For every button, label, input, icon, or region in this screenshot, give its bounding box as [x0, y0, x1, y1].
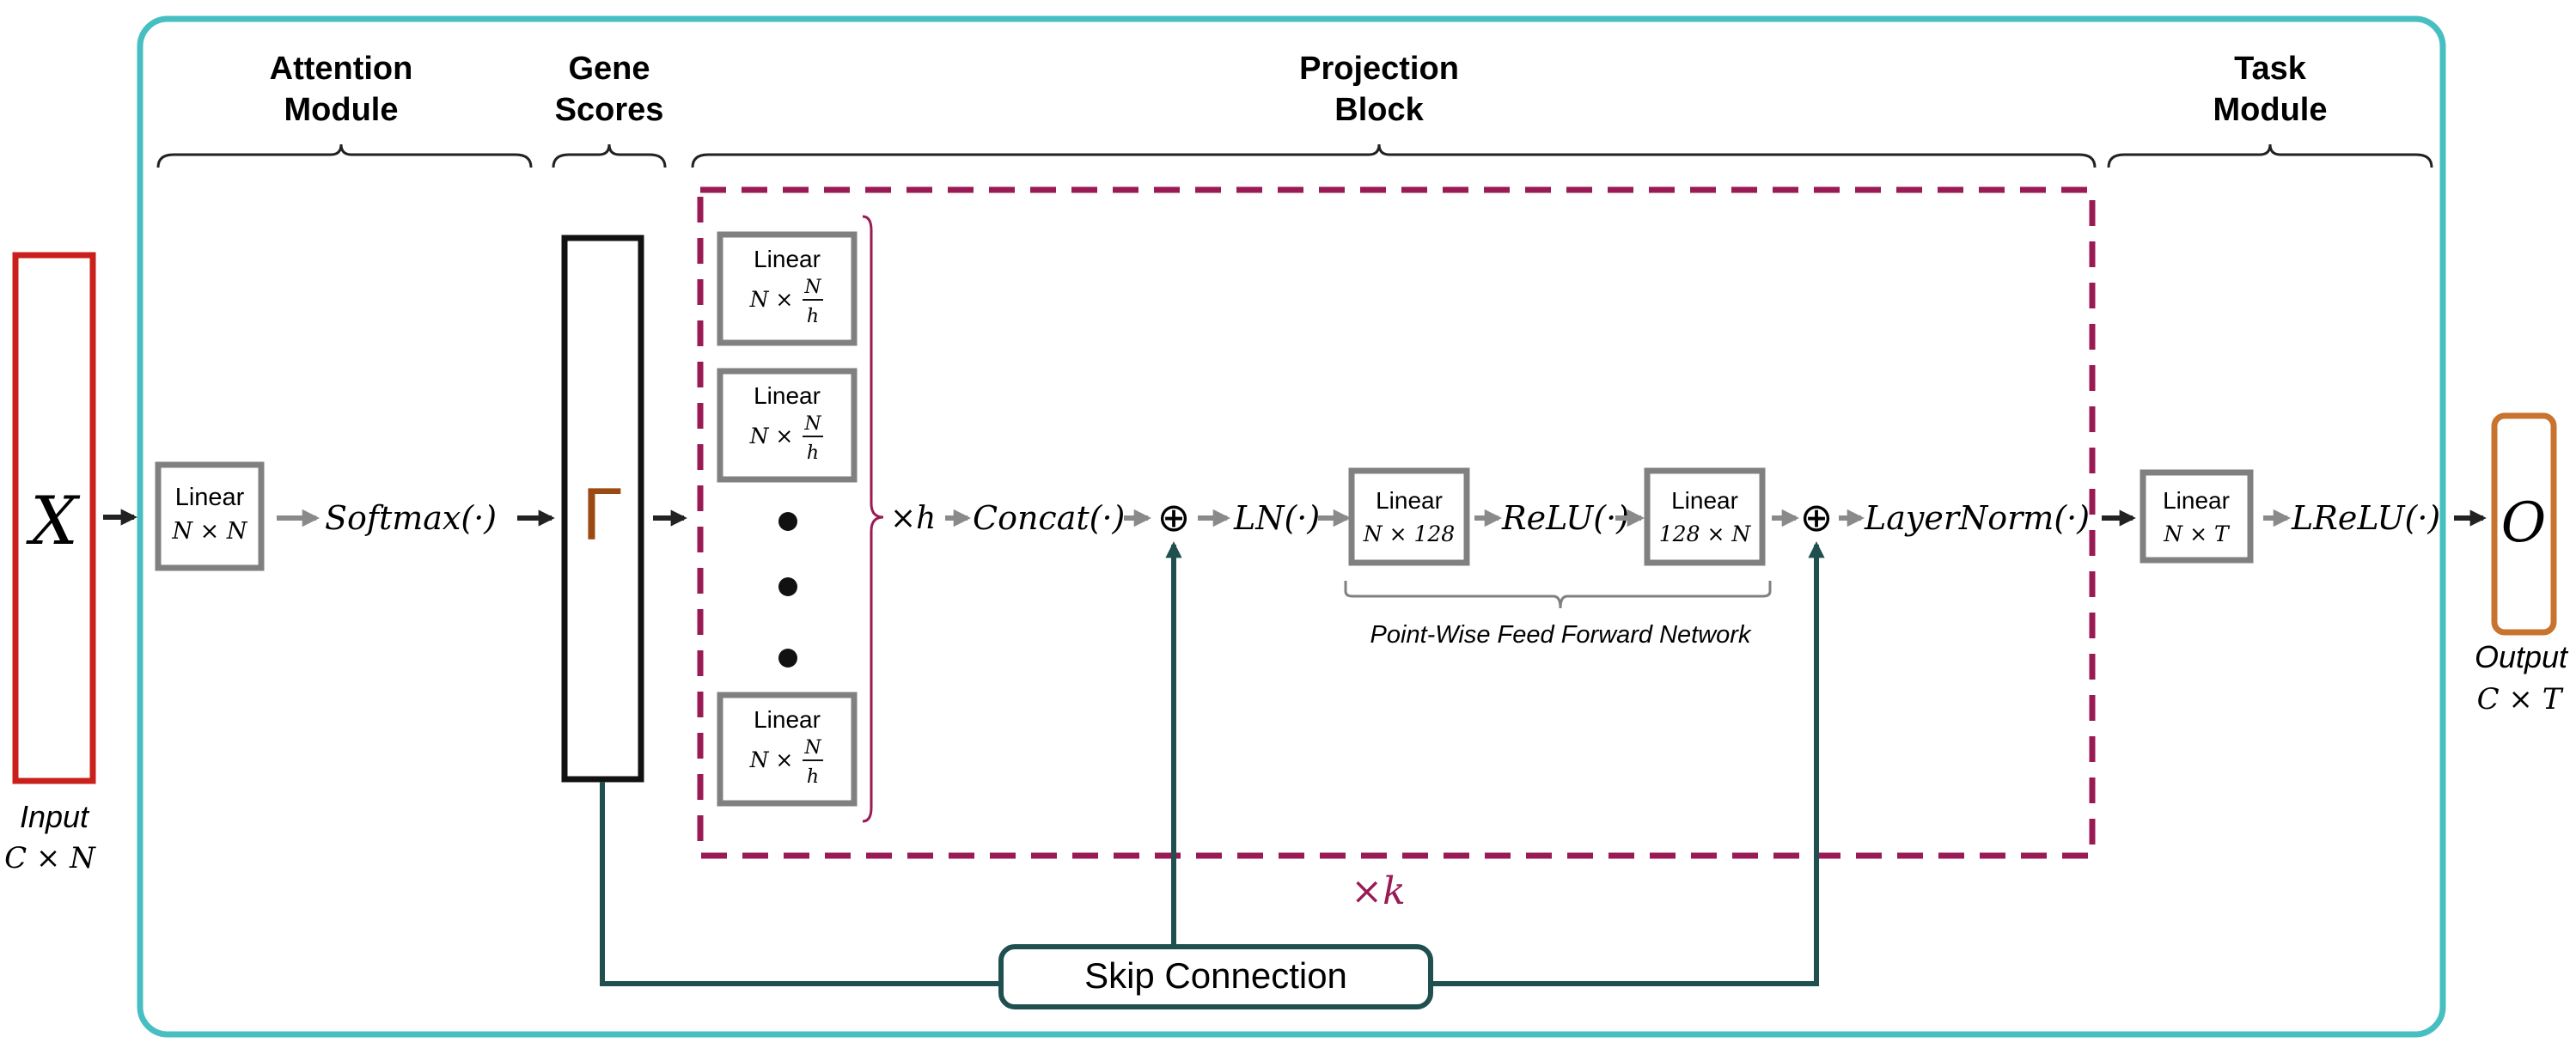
skip-line-left [600, 782, 1001, 986]
add-node-2: ⊕ [1800, 495, 1834, 540]
head-frac-denominator: h [807, 306, 819, 327]
output-label: Output [2475, 639, 2569, 674]
head-linear-dims: N × [749, 287, 794, 312]
add-node-1: ⊕ [1157, 495, 1191, 540]
ellipsis-dot [778, 577, 797, 596]
gene-brace [552, 143, 667, 168]
task-brace [2107, 143, 2433, 168]
ffn-brace [1344, 581, 1772, 609]
attention-module-header: Attention Module [156, 51, 533, 168]
times-h-label: ×h [890, 501, 936, 536]
projection-block-header: Projection Block [691, 51, 2097, 168]
model-frame [137, 15, 2446, 1038]
task-linear-box: Linear N × T [2140, 469, 2254, 564]
heads-brace [862, 215, 884, 823]
input-box [12, 252, 96, 784]
head-frac-denominator: h [807, 766, 819, 788]
ffn-linear-1-box: Linear N × 128 [1348, 467, 1470, 566]
gene-scores-header: Gene Scores [552, 51, 667, 168]
head-linear-title: Linear [754, 706, 821, 733]
projection-brace [691, 143, 2097, 168]
input-dims: C × N [4, 841, 96, 875]
gene-header-line2: Scores [555, 92, 664, 128]
relu-label: ReLU(·) [1501, 499, 1629, 537]
concat-label: Concat(·) [973, 499, 1125, 537]
attention-linear-box: Linear N × N [155, 461, 265, 571]
repeat-k-label: ×k [1351, 869, 1406, 913]
task-module-header: Task Module [2107, 51, 2433, 168]
ffn-linear-1-title: Linear [1376, 487, 1443, 514]
input-label: Input [20, 799, 90, 834]
ffn-linear-2-box: Linear 128 × N [1644, 467, 1766, 566]
lrelu-label: LReLU(·) [2291, 499, 2440, 537]
output-symbol: O [2501, 491, 2546, 555]
projection-header-line1: Projection [1299, 51, 1459, 87]
ellipsis-dot [778, 512, 797, 531]
gamma-box [561, 235, 644, 783]
attention-header-line1: Attention [270, 51, 413, 87]
attention-linear-dims: N × N [171, 518, 247, 545]
task-header-line2: Module [2213, 92, 2328, 128]
gene-header-line1: Gene [568, 51, 650, 87]
projection-header-line2: Block [1334, 92, 1424, 128]
head-linear-dims: N × [749, 424, 794, 448]
output-node: O Output C × T [2475, 412, 2569, 716]
task-header-line1: Task [2234, 51, 2307, 87]
task-linear-dims: N × T [2163, 521, 2231, 546]
ffn-linear-2-title: Linear [1671, 487, 1738, 514]
input-symbol: X [25, 483, 81, 560]
head-linear-title: Linear [754, 382, 821, 409]
skip-connection: Skip Connection [600, 541, 1825, 1009]
attention-heads: Linear N × N h Linear N × N h Linear N ×… [717, 215, 884, 823]
softmax-label: Softmax(·) [325, 499, 497, 537]
ffn-linear-1-dims: N × 128 [1363, 521, 1455, 546]
attention-brace [156, 143, 533, 168]
skip-line-right [1431, 947, 1819, 986]
head-linear-title: Linear [754, 246, 821, 272]
attention-linear-title: Linear [175, 484, 245, 511]
ffn-linear-2-dims: 128 × N [1659, 521, 1752, 546]
ellipsis-dot [778, 649, 797, 668]
head-frac-numerator: N [803, 413, 821, 435]
ln-label: LN(·) [1233, 499, 1320, 537]
output-box [2491, 412, 2557, 636]
skip-connection-box [998, 944, 1433, 1009]
head-linear-dims: N × [749, 747, 794, 772]
head-frac-numerator: N [803, 277, 821, 298]
ffn-label: Point-Wise Feed Forward Network [1370, 621, 1752, 649]
input-node: X Input C × N [4, 252, 96, 875]
head-linear-box: Linear N × N h [717, 368, 858, 483]
attention-header-line2: Module [284, 92, 399, 128]
layernorm-label: LayerNorm(·) [1864, 499, 2090, 537]
head-linear-box: Linear N × N h [717, 692, 858, 807]
gamma-symbol: Γ [582, 473, 622, 556]
head-frac-denominator: h [807, 442, 819, 464]
task-linear-title: Linear [2163, 487, 2230, 514]
gene-scores-node: Γ [561, 235, 644, 783]
head-frac-numerator: N [803, 737, 821, 759]
output-dims: C × T [2477, 682, 2564, 716]
skip-connection-label: Skip Connection [1084, 955, 1347, 996]
head-linear-box: Linear N × N h [717, 231, 858, 346]
